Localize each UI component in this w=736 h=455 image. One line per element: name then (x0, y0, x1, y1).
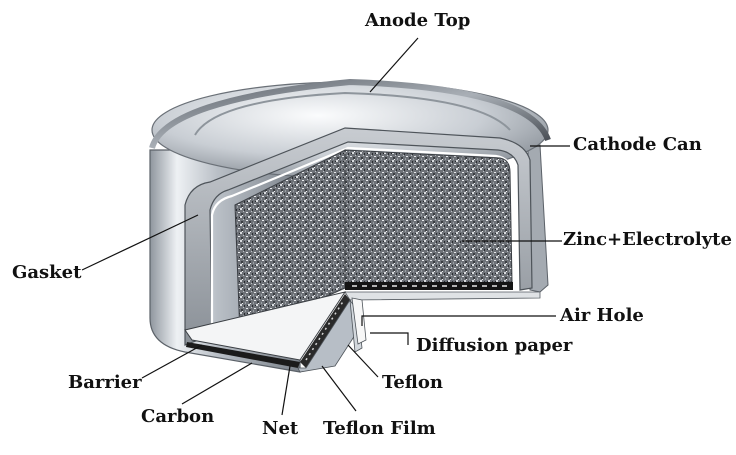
label-diffusion-paper: Diffusion paper (416, 335, 573, 356)
label-gasket: Gasket (12, 262, 82, 283)
anode-top-inner-ring (194, 91, 511, 136)
leader-lines (81, 37, 570, 416)
leader-diffusion-paper (370, 332, 409, 345)
label-net: Net (262, 418, 299, 439)
label-barrier: Barrier (68, 372, 142, 393)
leader-carbon (181, 362, 253, 405)
gasket-wall (184, 127, 533, 346)
label-carbon: Carbon (141, 406, 215, 427)
label-anode-top: Anode Top (365, 10, 471, 31)
label-teflon-film: Teflon Film (323, 418, 436, 439)
label-cathode-can: Cathode Can (573, 134, 702, 155)
leader-barrier (141, 344, 203, 379)
leader-teflon (347, 344, 379, 378)
inner-metal-wall (210, 146, 516, 335)
label-zinc-electrolyte: Zinc+Electrolyte (563, 229, 732, 250)
diffusion-paper-layer (351, 297, 367, 345)
carbon-layer (186, 342, 300, 368)
leader-teflon-film (321, 365, 357, 412)
anode-top-rim (149, 78, 551, 149)
leader-net (281, 365, 291, 416)
barrier-layer (184, 291, 347, 361)
label-teflon: Teflon (382, 372, 443, 393)
label-air-hole: Air Hole (560, 305, 644, 326)
air-hole-plate (345, 282, 513, 290)
zinc-electrolyte-right-face (344, 149, 513, 289)
leader-air-hole (361, 315, 556, 326)
cathode-bottom-strip (344, 291, 541, 301)
leader-anode-top (369, 37, 419, 93)
leader-gasket (81, 214, 199, 271)
